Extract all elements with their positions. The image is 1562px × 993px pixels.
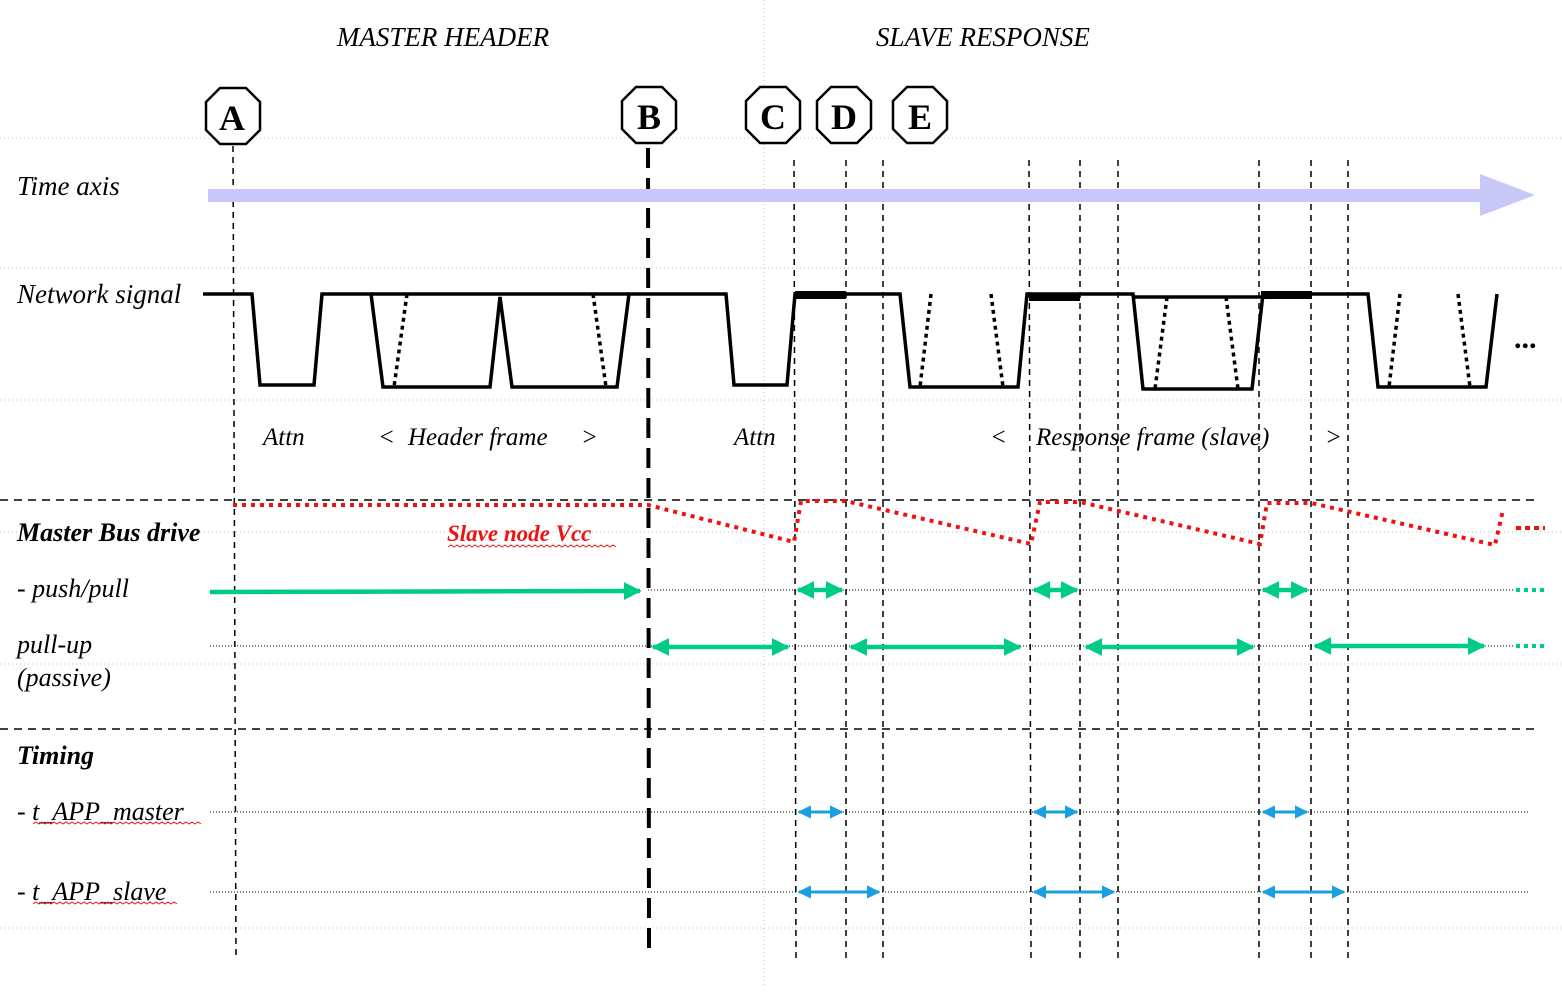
push-pull-label: - push/pull (17, 574, 129, 603)
timing-row-guides (210, 811, 1530, 893)
master-bus-drive-label: Master Bus drive (16, 518, 200, 547)
spellcheck-underlines (32, 544, 617, 905)
section-separators (0, 499, 1535, 730)
network-signal-waveform (203, 292, 1499, 391)
attn-label-1: Attn (261, 424, 305, 451)
response-frame-close: > (1325, 424, 1342, 451)
slave-vcc-label: Slave node Vcc (447, 521, 591, 546)
slave-response-title: SLAVE RESPONSE (876, 22, 1090, 52)
svg-text:D: D (831, 97, 857, 137)
signal-continuation: ... (1514, 322, 1537, 355)
svg-text:C: C (760, 97, 786, 137)
attn-label-2: Attn (732, 424, 776, 451)
pull-up-label: pull-up (15, 630, 92, 659)
t-app-master-label: - t_APP_master (17, 797, 185, 826)
network-signal-label: Network signal (16, 279, 181, 309)
time-axis-label: Time axis (17, 171, 120, 201)
drive-row-guides (210, 589, 1515, 647)
push-pull-arrows (209, 581, 1309, 601)
time-axis-arrow (208, 174, 1535, 216)
pull-up-passive-label: (passive) (17, 663, 111, 692)
header-frame-close: > (581, 424, 598, 451)
marker-c: C (744, 85, 802, 145)
header-frame-label: Header frame (407, 424, 548, 451)
marker-e: E (891, 85, 949, 145)
pull-up-arrows (651, 637, 1486, 656)
slave-vcc-trace (233, 499, 1505, 548)
svg-text:B: B (637, 97, 661, 137)
signal-thick-segments (795, 291, 1312, 301)
svg-text:E: E (908, 97, 932, 137)
t-app-slave-label: - t_APP_slave (17, 877, 166, 906)
marker-b-line (646, 147, 651, 949)
response-frame-label: Response frame (slave) (1035, 424, 1269, 451)
signal-dotted-edges (392, 293, 1472, 390)
marker-d: D (815, 85, 873, 145)
marker-a: A (204, 86, 262, 146)
master-header-title: MASTER HEADER (336, 22, 550, 52)
header-frame-open: < (378, 424, 395, 451)
svg-text:A: A (219, 98, 245, 138)
timing-label: Timing (17, 741, 94, 770)
marker-b: B (620, 85, 678, 145)
response-frame-open: < (990, 424, 1007, 451)
